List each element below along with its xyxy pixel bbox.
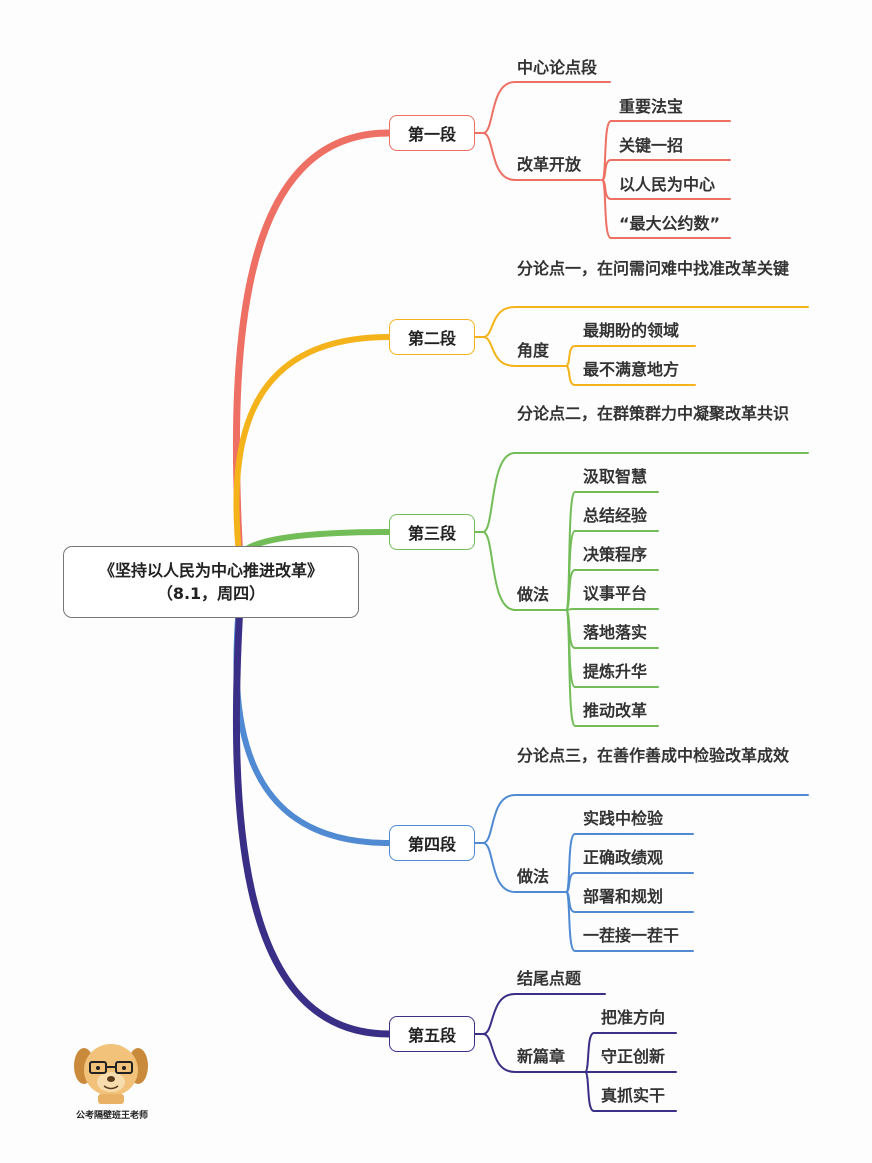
leaf-item: 正确政绩观: [583, 848, 664, 867]
leaf-item: 最不满意地方: [583, 360, 680, 379]
section-node-3: 第三段: [389, 514, 475, 550]
sub-branch-line: [482, 132, 601, 181]
branch-central-thesis: 中心论点段: [517, 58, 598, 77]
section-node-4: 第四段: [389, 825, 475, 861]
section-node-2: 第二段: [389, 319, 475, 355]
sub-branch-line: [482, 81, 611, 134]
sub-branch-line: [482, 531, 567, 611]
branch-subpoint-3: 分论点三，在善作善成中检验改革成效: [517, 746, 790, 765]
branch-reform-opening: 改革开放: [517, 155, 582, 174]
main-branch-line: [233, 592, 392, 846]
main-branch-line: [232, 129, 393, 564]
leaf-line: [565, 608, 659, 611]
branch-method: 做法: [517, 585, 550, 604]
leaf-item: 最期盼的领域: [583, 321, 680, 340]
sub-branch-line: [482, 1033, 586, 1073]
main-branch-line: [232, 601, 393, 1038]
leaf-item: 落地落实: [583, 623, 648, 642]
leaf-item: 总结经验: [583, 506, 648, 525]
leaf-item: 把准方向: [601, 1008, 666, 1027]
branch-angle: 角度: [517, 341, 550, 360]
section-node-1: 第一段: [389, 115, 475, 151]
dog-mascot-icon: [74, 1044, 148, 1104]
leaf-line: [565, 365, 696, 386]
sub-branch-line: [482, 794, 809, 844]
sub-branch-line: [482, 993, 606, 1035]
leaf-item: 真抓实干: [601, 1086, 666, 1105]
leaf-line: [584, 1032, 677, 1073]
leaf-item: 决策程序: [583, 545, 648, 564]
leaf-item: 实践中检验: [583, 809, 664, 828]
leaf-item: 重要法宝: [619, 97, 684, 116]
section-node-5: 第五段: [389, 1016, 475, 1052]
leaf-line: [565, 569, 659, 611]
leaf-item: 推动改革: [583, 701, 648, 720]
leaf-item: 部署和规划: [583, 887, 664, 906]
root-title: 《坚持以人民为中心推进改革》: [98, 561, 323, 580]
leaf-item: “最大公约数”: [619, 214, 721, 233]
main-branch-line: [233, 334, 392, 568]
watermark-caption: 公考隔壁班王老师: [75, 1111, 148, 1121]
leaf-item: 提炼升华: [583, 662, 648, 681]
leaf-item: 一茬接一茬干: [583, 926, 680, 945]
sub-branch-line: [482, 452, 809, 533]
leaf-line: [565, 609, 659, 727]
leaf-line: [601, 159, 731, 181]
leaf-item: 以人民为中心: [619, 175, 716, 194]
sub-branch-line: [482, 306, 809, 338]
leaf-line: [565, 345, 696, 367]
leaf-line: [601, 179, 731, 239]
branch-subpoint-1: 分论点一，在问需问难中找准改革关键: [517, 259, 790, 278]
sub-branch-line: [482, 336, 567, 367]
leaf-item: 汲取智慧: [583, 467, 648, 486]
leaf-line: [565, 891, 694, 952]
branch-subpoint-2: 分论点二，在群策群力中凝聚改革共识: [517, 404, 790, 423]
leaf-item: 议事平台: [583, 584, 648, 603]
root-subtitle: （8.1，周四）: [156, 584, 266, 603]
branch-method: 做法: [517, 867, 550, 886]
branch-conclusion: 结尾点题: [517, 969, 582, 988]
leaf-item: 关键一招: [619, 136, 684, 155]
root-node: 《坚持以人民为中心推进改革》 （8.1，周四）: [63, 546, 359, 618]
leaf-line: [584, 1071, 677, 1112]
branch-new-chapter: 新篇章: [517, 1047, 566, 1066]
leaf-item: 守正创新: [601, 1047, 666, 1066]
sub-branch-line: [482, 842, 567, 893]
